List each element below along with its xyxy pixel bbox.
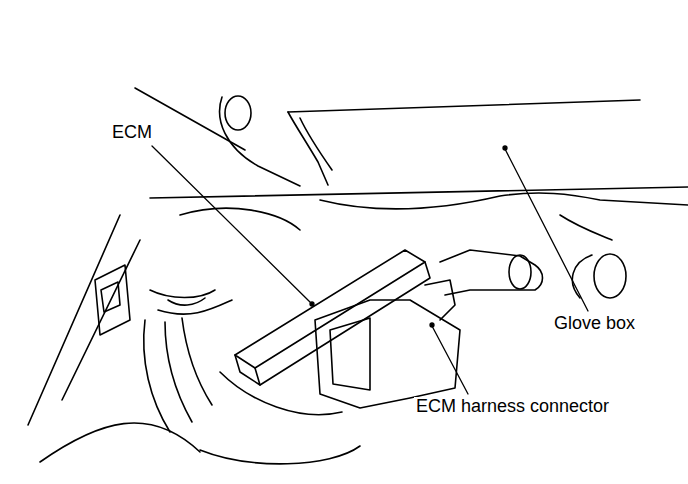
glove-box: [320, 193, 688, 209]
pillar: [40, 423, 200, 462]
dashboard: [150, 187, 688, 198]
connector: [330, 318, 370, 390]
leader-line: [152, 146, 588, 394]
harness: [150, 290, 215, 298]
part-label: ECM harness connector: [414, 397, 611, 417]
part-label: ECM: [110, 123, 154, 143]
glove-box: [560, 215, 612, 240]
harness: [168, 298, 205, 305]
ecm-unit: [220, 372, 342, 415]
ecm-unit: [260, 262, 430, 385]
ecm-unit: [200, 250, 430, 464]
harness: [144, 290, 232, 432]
dashboard: [288, 112, 328, 185]
pillar: [28, 215, 120, 425]
dashboard: [225, 96, 251, 130]
glove-box: [320, 193, 688, 298]
pillar: [101, 282, 120, 312]
pillar: [28, 215, 200, 462]
connector: [509, 255, 531, 289]
leader-line: [152, 146, 312, 304]
part-label: Glove box: [552, 314, 637, 334]
glove-box: [594, 254, 626, 298]
harness: [182, 318, 212, 405]
dashboard: [288, 100, 640, 112]
dashboard: [220, 97, 300, 186]
connector: [315, 250, 543, 408]
leader-line: [503, 146, 507, 150]
harness: [165, 322, 192, 422]
dashboard: [300, 118, 332, 170]
pillar: [62, 240, 140, 400]
leader-line: [432, 326, 468, 394]
dashboard: [180, 208, 300, 230]
ecm-unit: [235, 355, 260, 385]
leader-line: [310, 302, 314, 306]
harness: [158, 300, 232, 314]
ecm-unit: [200, 446, 360, 464]
glove-box: [572, 255, 592, 298]
connector: [315, 300, 460, 408]
dashboard: [135, 88, 688, 230]
leader-line: [430, 323, 434, 327]
connector: [425, 280, 455, 320]
leader-line: [505, 149, 588, 311]
ecm-unit: [235, 250, 425, 368]
connector: [440, 250, 543, 295]
pillar: [95, 265, 130, 335]
